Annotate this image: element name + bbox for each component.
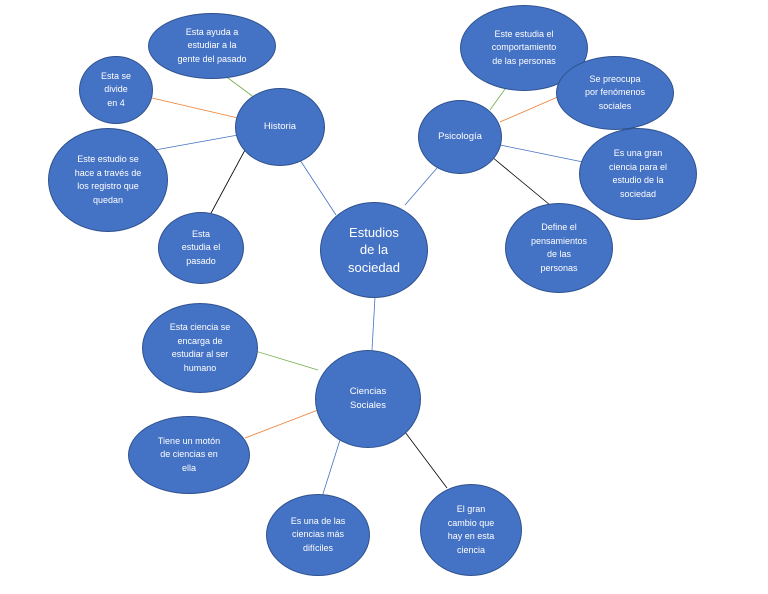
- node-psicologia-child-4[interactable]: Define el pensamientos de las personas: [505, 203, 613, 293]
- line-center-ciencias: [371, 296, 376, 351]
- node-center[interactable]: Estudios de la sociedad: [320, 202, 428, 298]
- node-ciencias-child-1[interactable]: Esta ciencia se encarga de estudiar al s…: [142, 303, 258, 393]
- line-center-historia: [299, 159, 337, 216]
- node-historia-child-3[interactable]: Este estudio se hace a través de los reg…: [48, 128, 168, 232]
- line-center-psicologia: [404, 167, 438, 206]
- node-ciencias-child-4[interactable]: El gran cambio que hay en esta ciencia: [420, 484, 522, 576]
- line-psicologia-child-4: [491, 156, 551, 206]
- line-historia-child-1: [223, 74, 256, 99]
- line-historia-child-3: [154, 134, 239, 151]
- line-ciencias-child-3: [321, 439, 341, 498]
- line-historia-child-2: [151, 97, 239, 119]
- line-ciencias-child-1: [251, 349, 319, 371]
- node-historia-child-4[interactable]: Esta estudia el pasado: [158, 212, 244, 284]
- node-historia[interactable]: Historia: [235, 88, 325, 166]
- node-historia-child-2[interactable]: Esta se divide en 4: [79, 56, 153, 124]
- node-historia-child-1[interactable]: Esta ayuda a estudiar a la gente del pas…: [148, 13, 276, 79]
- node-ciencias-sociales[interactable]: Ciencias Sociales: [315, 350, 421, 448]
- line-ciencias-child-2: [244, 409, 319, 439]
- line-ciencias-child-4: [404, 431, 448, 489]
- node-ciencias-child-2[interactable]: Tiene un motón de ciencias en ella: [128, 416, 250, 494]
- node-psicologia-child-2[interactable]: Se preocupa por fenómenos sociales: [556, 56, 674, 130]
- line-psicologia-child-2: [499, 95, 561, 123]
- node-psicologia-child-3[interactable]: Es una gran ciencia para el estudio de l…: [579, 128, 697, 220]
- line-historia-child-4: [209, 149, 246, 216]
- node-psicologia[interactable]: Psicología: [418, 100, 502, 174]
- node-ciencias-child-3[interactable]: Es una de las ciencias más difíciles: [266, 494, 370, 576]
- line-psicologia-child-3: [499, 144, 584, 163]
